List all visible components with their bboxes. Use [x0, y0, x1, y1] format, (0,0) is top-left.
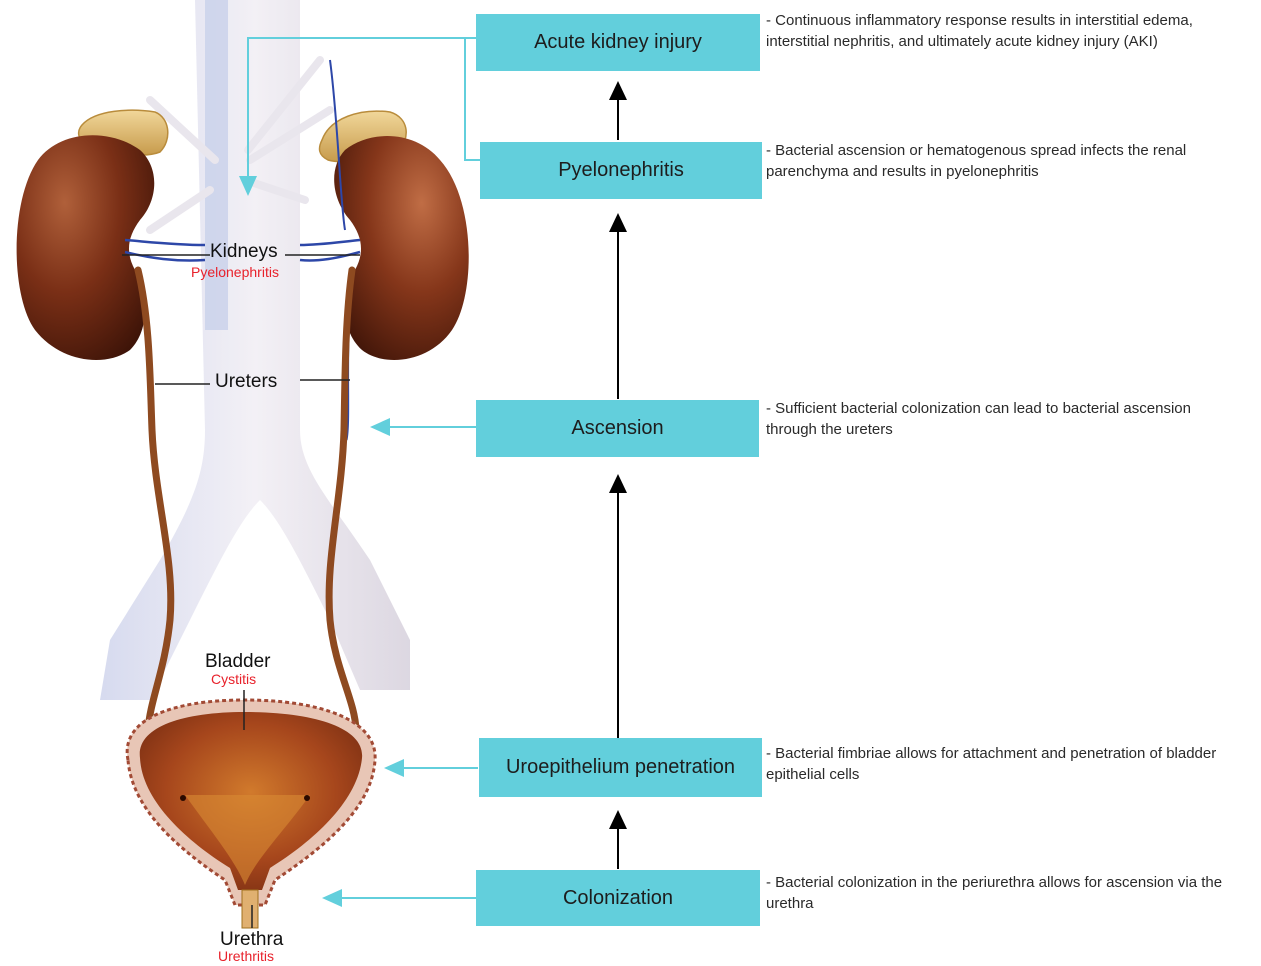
- pointer-arrow-ascension: [370, 418, 476, 436]
- stage-description-pyelonephritis: - Bacterial ascension or hematogenous sp…: [766, 140, 1246, 182]
- stage-description-ascension: - Sufficient bacterial colonization can …: [766, 398, 1206, 440]
- pointer-arrow-kidneys: [239, 38, 480, 196]
- flow-arrow-uroepithelium-to-ascension: [609, 474, 627, 738]
- flow-arrow-colonization-to-uroepithelium: [609, 810, 627, 869]
- flow-arrow-ascension-to-pyelonephritis: [609, 213, 627, 399]
- flow-arrow-pyelonephritis-to-aki: [609, 81, 627, 140]
- stage-box-acute-kidney-injury: Acute kidney injury: [476, 14, 760, 71]
- pointer-arrow-uroepithelium: [384, 759, 478, 777]
- stage-box-uroepithelium-penetration: Uroepithelium penetration: [479, 738, 762, 797]
- stage-box-pyelonephritis: Pyelonephritis: [480, 142, 762, 199]
- stage-description-acute-kidney-injury: - Continuous inflammatory response resul…: [766, 10, 1258, 52]
- pointer-arrow-colonization: [322, 889, 476, 907]
- stage-box-colonization: Colonization: [476, 870, 760, 926]
- stage-box-ascension: Ascension: [476, 400, 759, 457]
- stage-description-colonization: - Bacterial colonization in the periuret…: [766, 872, 1258, 914]
- stage-description-uroepithelium-penetration: - Bacterial fimbriae allows for attachme…: [766, 743, 1256, 785]
